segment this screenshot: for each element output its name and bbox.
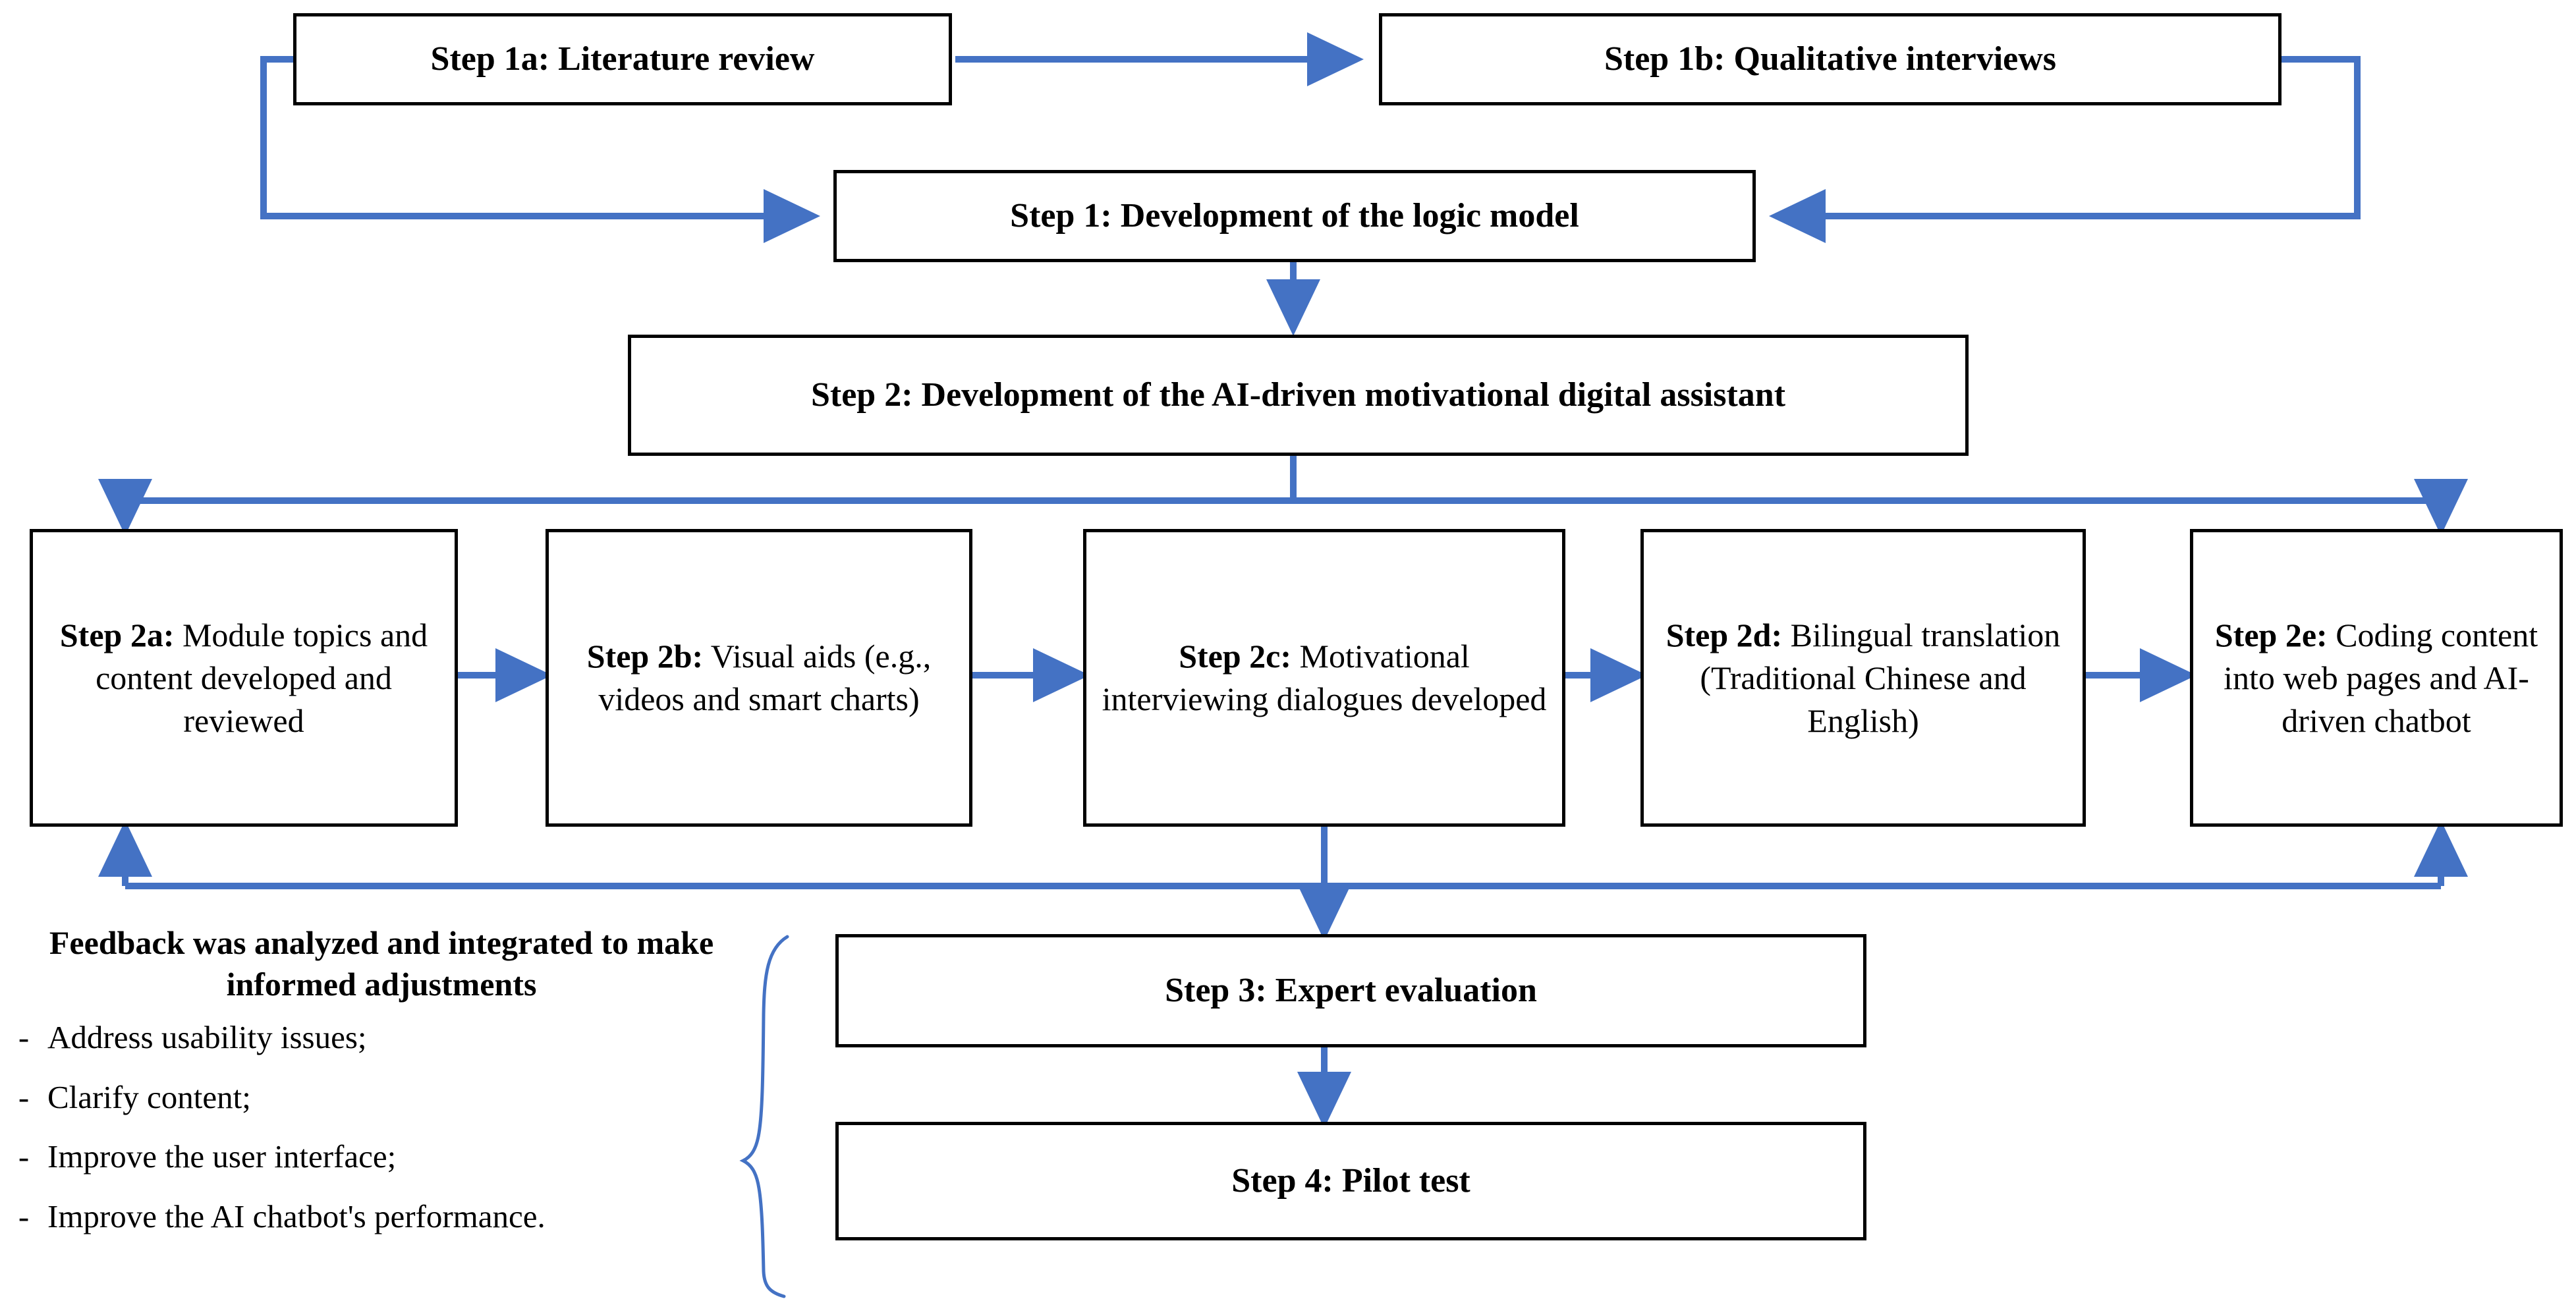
node-step-4-label: Step 4: Pilot test [1231, 1162, 1470, 1200]
node-step-1-label: Step 1: Development of the logic model [1010, 197, 1579, 235]
feedback-list-item: - Improve the user interface; [0, 1136, 764, 1178]
node-step-1[interactable]: Step 1: Development of the logic model [833, 170, 1756, 262]
feedback-item-text: Address usability issues; [47, 1019, 367, 1055]
node-step-2c-label: Step 2c: Motivational interviewing dialo… [1102, 638, 1547, 717]
node-step-2[interactable]: Step 2: Development of the AI-driven mot… [628, 335, 1969, 456]
bullet-dash-icon: - [18, 1138, 30, 1175]
node-step-2e-label: Step 2e: Coding content into web pages a… [2214, 616, 2538, 739]
node-step-2e[interactable]: Step 2e: Coding content into web pages a… [2190, 529, 2563, 827]
node-step-2b[interactable]: Step 2b: Visual aids (e.g., videos and s… [546, 529, 972, 827]
node-step-1a[interactable]: Step 1a: Literature review [293, 13, 952, 105]
node-step-4[interactable]: Step 4: Pilot test [835, 1122, 1866, 1240]
node-step-3-label: Step 3: Expert evaluation [1165, 972, 1537, 1010]
feedback-list: - Address usability issues; - Clarify co… [0, 1016, 764, 1238]
node-step-1a-label: Step 1a: Literature review [430, 40, 815, 78]
node-step-2d[interactable]: Step 2d: Bilingual translation (Traditio… [1640, 529, 2086, 827]
feedback-list-item: - Improve the AI chatbot's performance. [0, 1196, 764, 1238]
bullet-dash-icon: - [18, 1198, 30, 1235]
node-step-2b-label: Step 2b: Visual aids (e.g., videos and s… [586, 638, 932, 717]
feedback-item-text: Improve the user interface; [47, 1138, 397, 1175]
bullet-dash-icon: - [18, 1019, 30, 1055]
feedback-item-text: Improve the AI chatbot's performance. [47, 1198, 546, 1235]
feedback-item-text: Clarify content; [47, 1078, 251, 1115]
node-step-1b-label: Step 1b: Qualitative interviews [1604, 40, 2057, 78]
feedback-annotation: Feedback was analyzed and integrated to … [0, 922, 764, 1256]
node-step-2-label: Step 2: Development of the AI-driven mot… [810, 376, 1786, 414]
feedback-heading: Feedback was analyzed and integrated to … [49, 924, 714, 1003]
node-step-2a[interactable]: Step 2a: Module topics and content devel… [30, 529, 458, 827]
feedback-list-item: - Clarify content; [0, 1076, 764, 1119]
node-step-1b[interactable]: Step 1b: Qualitative interviews [1379, 13, 2282, 105]
feedback-list-item: - Address usability issues; [0, 1016, 764, 1059]
node-step-2d-label: Step 2d: Bilingual translation (Traditio… [1666, 616, 2061, 739]
bullet-dash-icon: - [18, 1078, 30, 1115]
node-step-2c[interactable]: Step 2c: Motivational interviewing dialo… [1083, 529, 1565, 827]
node-step-2a-label: Step 2a: Module topics and content devel… [59, 616, 428, 739]
node-step-3[interactable]: Step 3: Expert evaluation [835, 934, 1866, 1047]
